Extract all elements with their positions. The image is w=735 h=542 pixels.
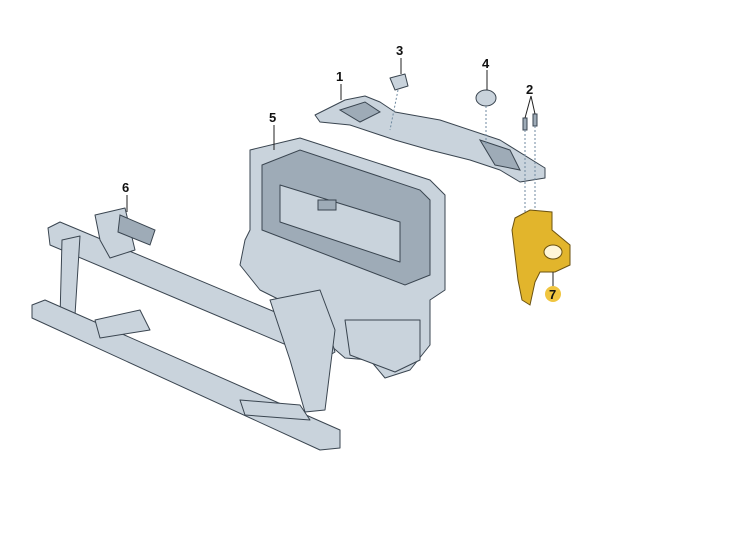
part-rubber-buffer[interactable] [475, 89, 497, 107]
callout-6: 6 [122, 180, 129, 212]
part-upper-crossmember[interactable] [314, 95, 546, 183]
callout-number: 4 [482, 56, 490, 71]
assembly-lines [389, 89, 536, 215]
callout-7: 7 [545, 272, 561, 302]
callout-2: 2 [524, 82, 536, 119]
callout-4: 4 [482, 56, 490, 90]
callout-number: 5 [269, 110, 276, 125]
highlight-badge [545, 286, 561, 302]
callout-number: 1 [336, 69, 343, 84]
callout-number: 6 [122, 180, 129, 195]
callout-number: 7 [549, 287, 556, 302]
callout-3: 3 [396, 43, 403, 74]
part-lock-carrier[interactable] [239, 137, 446, 379]
callout-number: 2 [526, 82, 533, 97]
part-bracket[interactable] [511, 209, 571, 306]
callout-5: 5 [269, 110, 276, 150]
callout-1: 1 [336, 69, 343, 100]
callout-number: 3 [396, 43, 403, 58]
part-bumper-reinforcement[interactable] [31, 207, 341, 451]
part-clip[interactable] [389, 73, 409, 91]
